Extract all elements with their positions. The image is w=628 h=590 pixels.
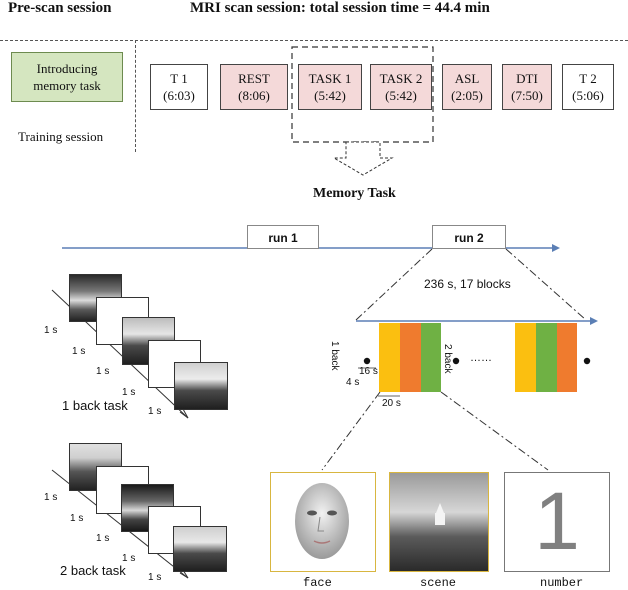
training-label: Training session bbox=[18, 129, 104, 144]
face-icon bbox=[295, 483, 349, 559]
block-yellow-2 bbox=[515, 323, 536, 392]
run1-box: run 1 bbox=[247, 225, 319, 249]
number-label: number bbox=[540, 576, 584, 590]
scene-stimulus bbox=[389, 472, 489, 572]
session-divider bbox=[135, 40, 136, 152]
two-back-time-5: 1 s bbox=[148, 572, 162, 583]
session-time: (8:06) bbox=[238, 88, 270, 103]
scene-label: scene bbox=[420, 576, 457, 590]
header-divider bbox=[0, 40, 628, 41]
session-time: (7:50) bbox=[511, 88, 543, 103]
face-stimulus bbox=[270, 472, 376, 572]
one-back-label: 1 back task bbox=[62, 398, 128, 413]
dur-16s: 16 s bbox=[359, 366, 378, 377]
session-asl: ASL (2:05) bbox=[442, 64, 492, 110]
dur-20s: 20 s bbox=[382, 398, 401, 409]
pagoda-icon bbox=[435, 503, 445, 525]
dur-4s: 4 s bbox=[346, 377, 360, 388]
face-label: face bbox=[303, 576, 332, 590]
one-back-time-2: 1 s bbox=[72, 346, 86, 357]
two-back-time-2: 1 s bbox=[70, 513, 84, 524]
block-ellipsis: …… bbox=[470, 352, 492, 364]
one-back-time-4: 1 s bbox=[122, 387, 136, 398]
session-task1: TASK 1 (5:42) bbox=[298, 64, 362, 110]
fixation-dot-2 bbox=[452, 357, 460, 365]
session-name: TASK 2 bbox=[379, 71, 423, 86]
session-dti: DTI (7:50) bbox=[502, 64, 552, 110]
two-back-image-3 bbox=[173, 526, 227, 572]
block-green-1 bbox=[421, 323, 441, 392]
two-back-time-3: 1 s bbox=[96, 533, 110, 544]
session-time: (5:42) bbox=[385, 88, 417, 103]
session-t1: T 1 (6:03) bbox=[150, 64, 208, 110]
training-box: Introducing memory task bbox=[11, 52, 123, 102]
number-digit: 1 bbox=[534, 476, 580, 567]
one-back-time-1: 1 s bbox=[44, 325, 58, 336]
one-back-time-5: 1 s bbox=[148, 406, 162, 417]
session-time: (2:05) bbox=[451, 88, 483, 103]
session-time: (6:03) bbox=[163, 88, 195, 103]
block-orange-1 bbox=[400, 323, 421, 392]
fixation-dot-3 bbox=[583, 357, 591, 365]
one-back-time-3: 1 s bbox=[96, 366, 110, 377]
dashed-down-arrow bbox=[332, 141, 394, 176]
number-stimulus: 1 bbox=[504, 472, 610, 572]
session-name: REST bbox=[238, 71, 270, 86]
block-summary-text: 236 s, 17 blocks bbox=[424, 277, 511, 291]
two-back-time-4: 1 s bbox=[122, 553, 136, 564]
fixation-dot-1 bbox=[363, 357, 371, 365]
task-dashed-frame bbox=[291, 46, 434, 143]
mri-header: MRI scan session: total session time = 4… bbox=[190, 0, 490, 16]
session-task2: TASK 2 (5:42) bbox=[370, 64, 432, 110]
two-back-label: 2 back task bbox=[60, 563, 126, 578]
prescan-header: Pre-scan session bbox=[8, 0, 112, 16]
training-box-line2: memory task bbox=[33, 78, 101, 93]
session-name: T 1 bbox=[170, 71, 188, 86]
two-back-time-1: 1 s bbox=[44, 492, 58, 503]
session-name: ASL bbox=[454, 71, 480, 86]
session-name: TASK 1 bbox=[308, 71, 352, 86]
memory-task-title: Memory Task bbox=[313, 186, 396, 201]
session-name: DTI bbox=[516, 71, 538, 86]
block-orange-2 bbox=[557, 323, 577, 392]
session-time: (5:06) bbox=[572, 88, 604, 103]
session-time: (5:42) bbox=[314, 88, 346, 103]
session-t2: T 2 (5:06) bbox=[562, 64, 614, 110]
block-yellow-1 bbox=[379, 323, 400, 392]
session-name: T 2 bbox=[579, 71, 597, 86]
run2-box: run 2 bbox=[432, 225, 506, 249]
one-back-image-3 bbox=[174, 362, 228, 410]
session-rest: REST (8:06) bbox=[220, 64, 288, 110]
task-highlight-overlay bbox=[291, 46, 434, 176]
training-box-line1: Introducing bbox=[36, 61, 98, 76]
block-green-2 bbox=[536, 323, 557, 392]
